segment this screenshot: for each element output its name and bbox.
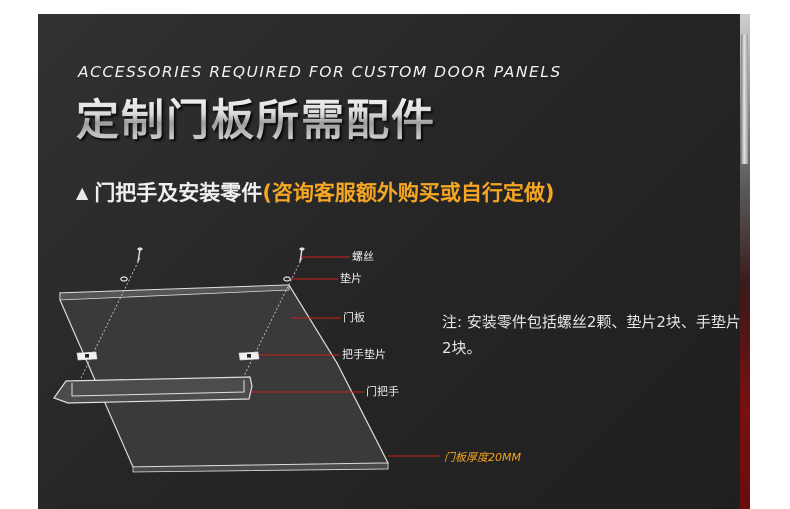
label-door-handle: 门把手 (366, 385, 399, 398)
label-panel-thickness: 门板厚度20MM (444, 451, 521, 464)
section-heading-main: 门把手及安装零件 (94, 181, 263, 205)
label-handle-pad: 把手垫片 (342, 348, 386, 361)
subtitle-english: ACCESSORIES REQUIRED FOR CUSTOM DOOR PAN… (78, 63, 562, 81)
label-door-panel: 门板 (343, 311, 365, 324)
installation-note: 注: 安装零件包括螺丝2颗、垫片2块、手垫片2块。 (442, 313, 741, 357)
label-screw: 螺丝 (352, 250, 374, 263)
section-heading: ▲ 门把手及安装零件(咨询客服额外购买或自行定做) (76, 178, 555, 210)
label-washer: 垫片 (340, 272, 362, 285)
page-title: 定制门板所需配件 (76, 86, 436, 148)
decorative-edge-strip (740, 14, 750, 509)
section-heading-note: (咨询客服额外购买或自行定做) (262, 181, 555, 205)
triangle-marker-icon: ▲ (76, 183, 89, 202)
